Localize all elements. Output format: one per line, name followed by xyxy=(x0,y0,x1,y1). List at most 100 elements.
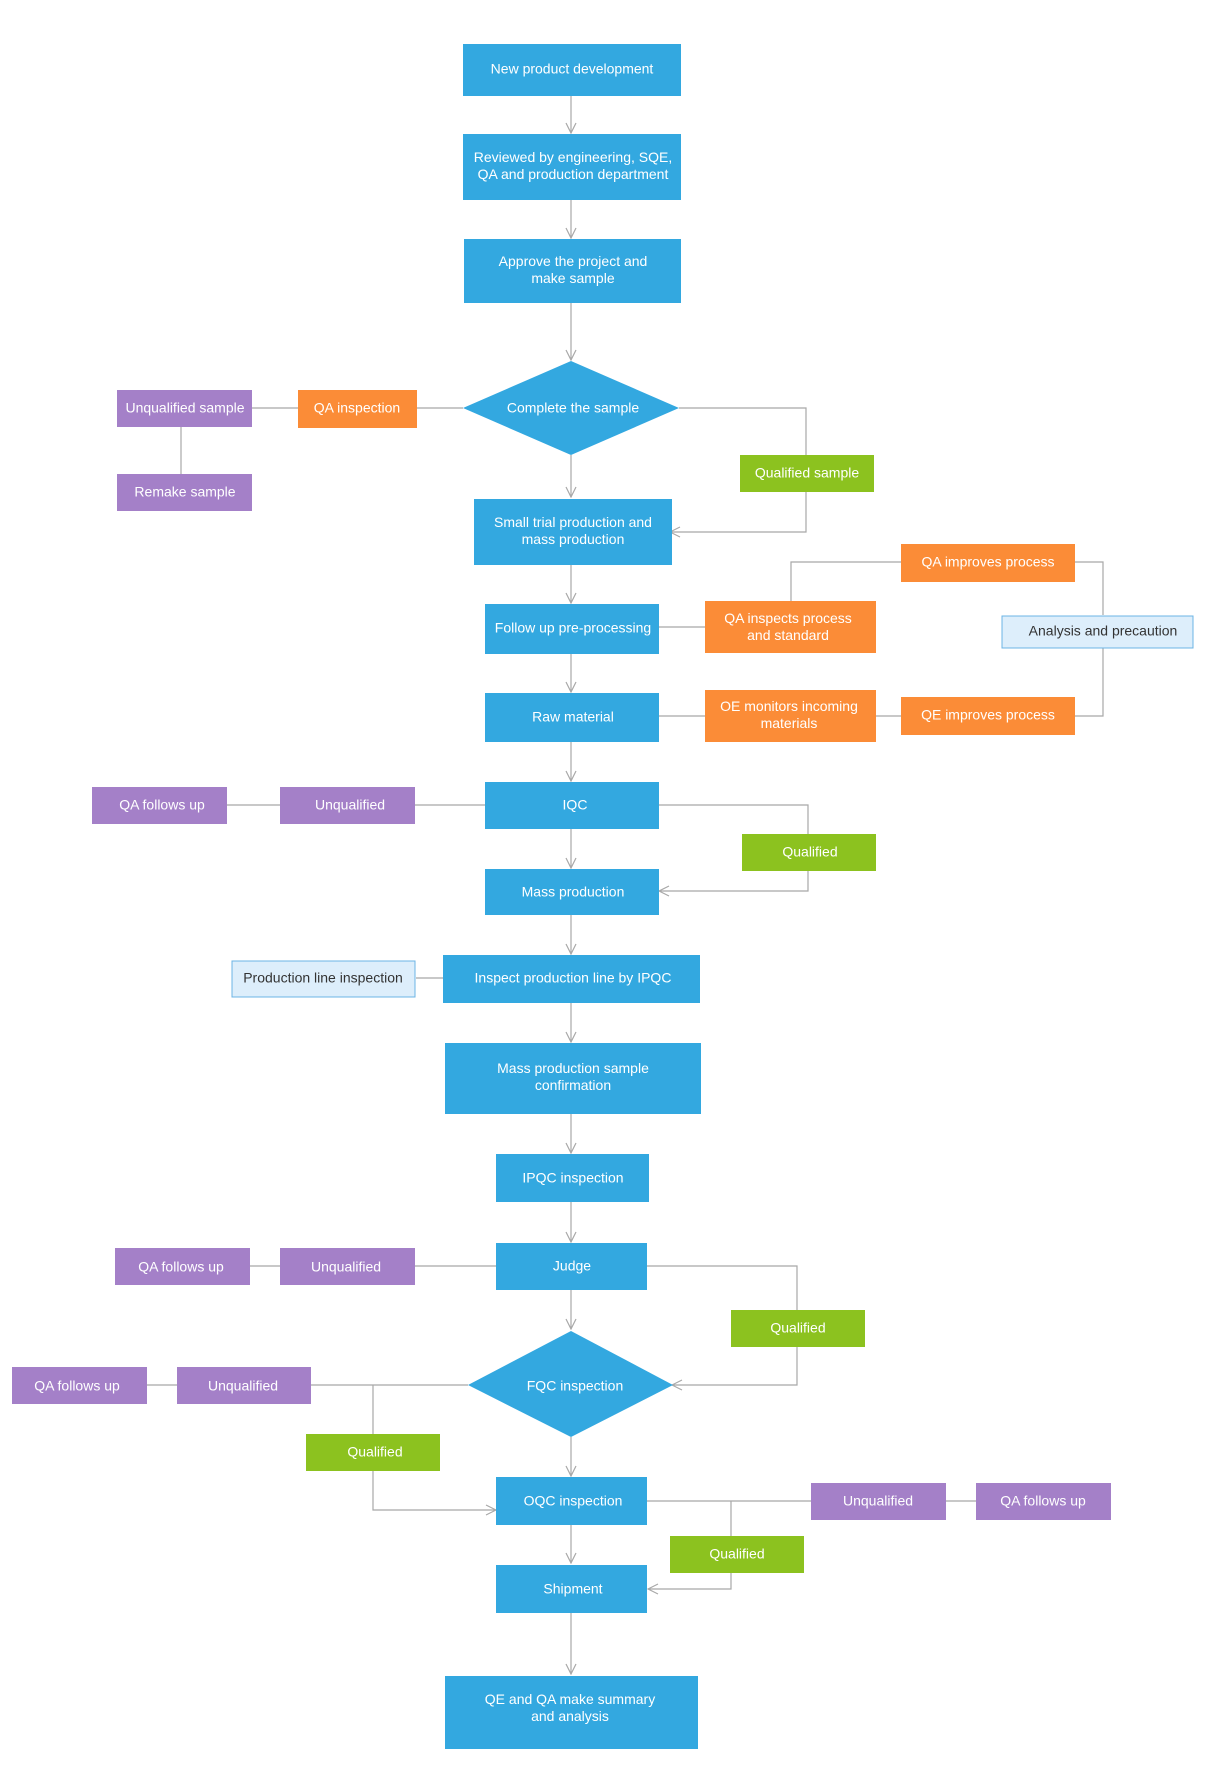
node-label-line: New product development xyxy=(491,61,654,77)
node-label-line: Unqualified xyxy=(843,1493,913,1509)
node-label-line: and standard xyxy=(747,627,829,643)
node-label: Mass production xyxy=(522,884,625,900)
node-fqc-inspection[interactable]: FQC inspection xyxy=(468,1331,673,1437)
node-label-line: Unqualified xyxy=(315,797,385,813)
node-label: Qualified sample xyxy=(755,465,859,481)
node-label-line: Mass production sample xyxy=(497,1060,649,1076)
node-qualified-sample[interactable]: Qualified sample xyxy=(740,455,874,492)
node-label-line: Production line inspection xyxy=(243,970,403,986)
edge-qa-inspects-to-qa-improves xyxy=(790,561,901,601)
node-label-line: Mass production xyxy=(522,884,625,900)
node-label-line: Qualified xyxy=(770,1320,825,1336)
node-shipment[interactable]: Shipment xyxy=(496,1565,647,1613)
node-label: Shipment xyxy=(543,1581,602,1597)
node-label: Inspect production line by IPQC xyxy=(475,970,672,986)
node-label-line: Shipment xyxy=(543,1581,602,1597)
node-label-line: Qualified xyxy=(709,1546,764,1562)
node-iqc-qa-follows-up[interactable]: QA follows up xyxy=(92,787,227,824)
node-label-line: and analysis xyxy=(531,1708,609,1724)
node-label: Unqualified xyxy=(311,1259,381,1275)
node-label: Unqualified xyxy=(843,1493,913,1509)
node-label-line: Inspect production line by IPQC xyxy=(475,970,672,986)
node-label: Unqualified xyxy=(315,797,385,813)
node-label-line: IPQC inspection xyxy=(522,1170,623,1186)
node-label-line: Unqualified xyxy=(311,1259,381,1275)
node-label-line: QA improves process xyxy=(921,554,1054,570)
node-qa-improves-process[interactable]: QA improves process xyxy=(901,544,1075,582)
node-fqc-qa-follows-up[interactable]: QA follows up xyxy=(12,1367,147,1404)
node-label-line: QE and QA make summary xyxy=(485,1691,655,1707)
node-label-line: QA follows up xyxy=(1000,1493,1086,1509)
node-iqc-unqualified[interactable]: Unqualified xyxy=(280,787,415,824)
node-label-line: Judge xyxy=(553,1258,591,1274)
node-oqc-inspection[interactable]: OQC inspection xyxy=(496,1477,647,1525)
node-label: Analysis and precaution xyxy=(1029,623,1178,639)
node-label-line: OE monitors incoming xyxy=(720,698,858,714)
node-new-product-development[interactable]: New product development xyxy=(463,44,681,96)
node-label: Complete the sample xyxy=(507,400,640,416)
node-label: Unqualified sample xyxy=(125,400,244,416)
node-label: Remake sample xyxy=(134,484,235,500)
node-label-line: Follow up pre-processing xyxy=(495,620,651,636)
node-label-line: QA follows up xyxy=(34,1378,120,1394)
node-label-line: FQC inspection xyxy=(527,1378,623,1394)
node-qe-improves-process[interactable]: QE improves process xyxy=(901,697,1075,735)
node-complete-the-sample[interactable]: Complete the sample xyxy=(463,361,679,455)
node-judge-qualified[interactable]: Qualified xyxy=(731,1310,865,1347)
node-iqc-qualified[interactable]: Qualified xyxy=(742,834,876,871)
node-iqc[interactable]: IQC xyxy=(485,782,659,829)
node-label: Raw material xyxy=(532,709,614,725)
nodes: New product development Reviewed by engi… xyxy=(12,44,1194,1749)
node-label: QA follows up xyxy=(138,1259,224,1275)
node-oqc-unqualified[interactable]: Unqualified xyxy=(811,1483,946,1520)
node-label-line: Analysis and precaution xyxy=(1029,623,1178,639)
node-oqc-qualified[interactable]: Qualified xyxy=(670,1536,804,1573)
node-judge-unqualified[interactable]: Unqualified xyxy=(280,1248,415,1285)
node-label-line: QA follows up xyxy=(138,1259,224,1275)
node-judge-qa-follows-up[interactable]: QA follows up xyxy=(115,1248,250,1285)
node-production-line-inspection[interactable]: Production line inspection xyxy=(231,960,416,998)
node-label: Production line inspection xyxy=(243,970,403,986)
node-label-line: Small trial production and xyxy=(494,514,652,530)
node-mass-production[interactable]: Mass production xyxy=(485,869,659,915)
node-label-line: QA inspects process xyxy=(724,610,852,626)
edge-analysis-to-qe-improves xyxy=(1075,648,1104,717)
node-label-line: Approve the project and xyxy=(499,253,648,269)
node-label-line: QA follows up xyxy=(119,797,205,813)
node-unqualified-sample[interactable]: Unqualified sample xyxy=(117,390,252,427)
node-raw-material[interactable]: Raw material xyxy=(485,693,659,742)
node-label: New product development xyxy=(491,61,654,77)
node-remake-sample[interactable]: Remake sample xyxy=(117,474,252,511)
node-label: IQC xyxy=(563,797,588,813)
node-judge[interactable]: Judge xyxy=(496,1243,647,1290)
node-label: QA follows up xyxy=(1000,1493,1086,1509)
node-label: Qualified xyxy=(782,844,837,860)
node-label-line: materials xyxy=(761,715,818,731)
node-qa-inspection[interactable]: QA inspection xyxy=(298,390,417,428)
node-follow-up-pre-processing[interactable]: Follow up pre-processing xyxy=(485,604,659,654)
node-fqc-qualified[interactable]: Qualified xyxy=(306,1434,440,1471)
node-fqc-unqualified[interactable]: Unqualified xyxy=(177,1367,311,1404)
node-label: IPQC inspection xyxy=(522,1170,623,1186)
node-ipqc-inspection[interactable]: IPQC inspection xyxy=(496,1154,649,1202)
node-analysis-and-precaution[interactable]: Analysis and precaution xyxy=(1001,615,1194,649)
node-label-line: Qualified xyxy=(347,1444,402,1460)
node-label: Qualified xyxy=(347,1444,402,1460)
node-inspect-production-line[interactable]: Inspect production line by IPQC xyxy=(443,955,700,1003)
node-label: QE improves process xyxy=(921,707,1055,723)
node-label-line: OQC inspection xyxy=(524,1493,623,1509)
node-label: Reviewed by engineering, SQE,QA and prod… xyxy=(474,149,672,182)
node-oqc-qa-follows-up[interactable]: QA follows up xyxy=(976,1483,1111,1520)
node-reviewed-by-departments[interactable]: Reviewed by engineering, SQE,QA and prod… xyxy=(463,134,681,200)
